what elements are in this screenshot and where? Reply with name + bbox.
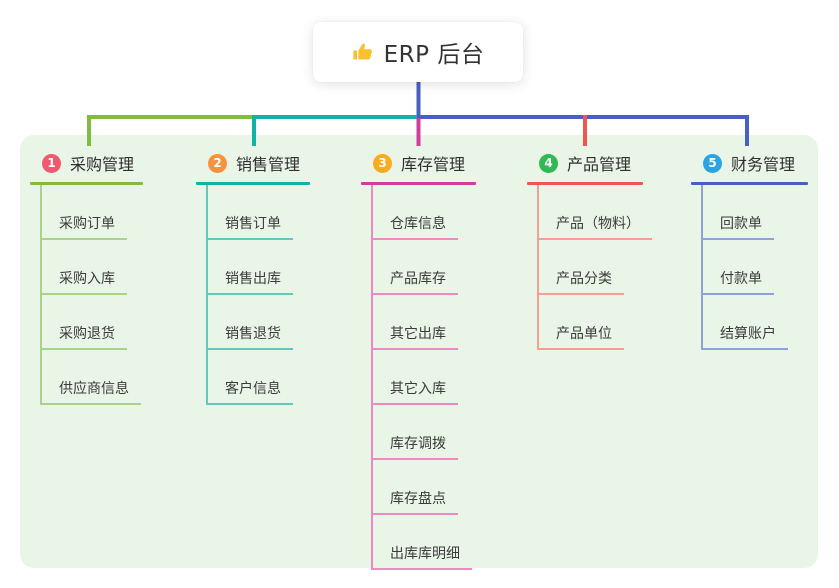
mindmap-background-panel: [20, 135, 818, 568]
child-node[interactable]: 客户信息: [208, 350, 310, 405]
branch-children: 仓库信息 产品库存 其它出库 其它入库 库存调拨 库存盘点 出库库明细: [371, 185, 476, 570]
branch-finance-management: 5 财务管理 回款单 付款单 结算账户: [691, 150, 808, 350]
branch-node[interactable]: 1 采购管理: [30, 150, 143, 176]
badge-number-5: 5: [703, 153, 722, 173]
branch-purchase-management: 1 采购管理 采购订单 采购入库 采购退货 供应商信息: [30, 150, 143, 405]
child-node[interactable]: 其它入库: [373, 350, 476, 405]
badge-number-4: 4: [539, 153, 558, 173]
child-node[interactable]: 出库库明细: [373, 515, 476, 570]
badge-number-3: 3: [373, 153, 392, 173]
child-node[interactable]: 销售订单: [208, 185, 310, 240]
child-node[interactable]: 产品（物料）: [539, 185, 652, 240]
branch-node[interactable]: 2 销售管理: [196, 150, 310, 176]
child-node[interactable]: 采购订单: [42, 185, 143, 240]
branch-node[interactable]: 4 产品管理: [527, 150, 643, 176]
child-node[interactable]: 付款单: [703, 240, 808, 295]
branch-underline: [691, 182, 808, 185]
child-node[interactable]: 产品分类: [539, 240, 643, 295]
root-node-erp[interactable]: ERP 后台: [313, 22, 523, 82]
branch-label: 财务管理: [731, 155, 796, 174]
branch-underline: [527, 182, 643, 185]
badge-number-1: 1: [42, 153, 61, 173]
branch-label: 产品管理: [567, 155, 632, 174]
branch-label: 采购管理: [70, 155, 135, 174]
child-node[interactable]: 其它出库: [373, 295, 476, 350]
branch-label: 销售管理: [236, 155, 301, 174]
branch-node[interactable]: 3 库存管理: [361, 150, 476, 176]
child-node[interactable]: 回款单: [703, 185, 808, 240]
child-node[interactable]: 产品单位: [539, 295, 643, 350]
child-node[interactable]: 产品库存: [373, 240, 476, 295]
branch-underline: [196, 182, 310, 185]
child-node[interactable]: 采购入库: [42, 240, 143, 295]
branch-sales-management: 2 销售管理 销售订单 销售出库 销售退货 客户信息: [196, 150, 310, 405]
child-node[interactable]: 仓库信息: [373, 185, 476, 240]
child-node[interactable]: 销售出库: [208, 240, 310, 295]
branch-children: 产品（物料） 产品分类 产品单位: [537, 185, 652, 350]
branch-children: 回款单 付款单 结算账户: [701, 185, 808, 350]
child-node[interactable]: 供应商信息: [42, 350, 143, 405]
branch-label: 库存管理: [401, 155, 466, 174]
child-node[interactable]: 库存盘点: [373, 460, 476, 515]
child-node[interactable]: 库存调拨: [373, 405, 476, 460]
branch-children: 采购订单 采购入库 采购退货 供应商信息: [40, 185, 143, 405]
branch-inventory-management: 3 库存管理 仓库信息 产品库存 其它出库 其它入库 库存调拨 库存盘点 出库库…: [361, 150, 476, 570]
badge-number-2: 2: [208, 153, 227, 173]
branch-node[interactable]: 5 财务管理: [691, 150, 808, 176]
root-node-title: ERP 后台: [383, 42, 485, 68]
child-node[interactable]: 结算账户: [703, 295, 808, 350]
child-node[interactable]: 采购退货: [42, 295, 143, 350]
child-node[interactable]: 销售退货: [208, 295, 310, 350]
branch-product-management: 4 产品管理 产品（物料） 产品分类 产品单位: [527, 150, 652, 350]
thumbs-up-icon: [352, 41, 374, 63]
branch-underline: [361, 182, 476, 185]
branch-children: 销售订单 销售出库 销售退货 客户信息: [206, 185, 310, 405]
branch-underline: [30, 182, 143, 185]
